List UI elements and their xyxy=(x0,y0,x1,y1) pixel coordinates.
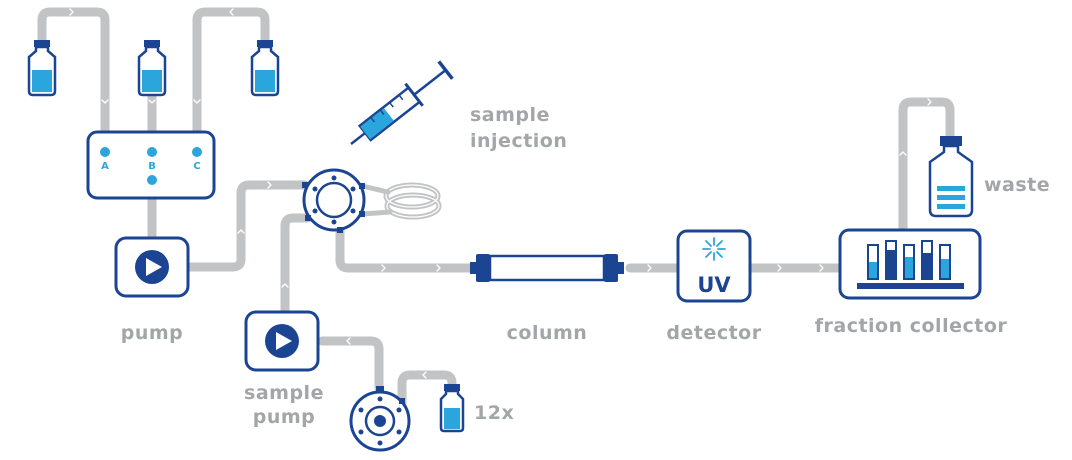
main-pump xyxy=(114,236,190,298)
port-b-dot xyxy=(147,147,157,157)
port-c-label: C xyxy=(193,161,200,172)
syringe-icon xyxy=(350,60,454,145)
detector-label: detector xyxy=(666,322,762,344)
waste-bottle xyxy=(928,136,974,218)
sample-bottle xyxy=(439,384,465,433)
tube-collector-to-waste xyxy=(898,97,955,233)
port-b-label: B xyxy=(148,161,156,172)
injection-loop xyxy=(359,182,442,220)
fraction-collector-label: fraction collector xyxy=(814,315,1008,337)
column xyxy=(470,254,624,282)
tube-bottle-c xyxy=(192,7,270,153)
uv-detector: UV xyxy=(676,229,752,303)
solvent-bottle-a xyxy=(27,38,57,97)
tube-sample-pump-to-valve xyxy=(280,213,313,316)
uv-light-icon xyxy=(702,237,726,261)
fraction-collector xyxy=(838,228,982,300)
sample-injection-label: sample injection xyxy=(470,104,568,152)
column-label: column xyxy=(506,322,588,344)
tube-pump-to-valve xyxy=(185,180,310,272)
detector-uv-text: UV xyxy=(697,273,731,297)
flow-arrows xyxy=(69,8,932,379)
sample-pump xyxy=(244,310,320,372)
port-a-dot xyxy=(100,147,110,157)
solvent-bottle-c xyxy=(250,38,280,97)
tube-valve-to-column xyxy=(335,223,475,273)
tube-sample-bottle-to-selector xyxy=(397,370,457,415)
mixer-outlet-dot xyxy=(147,175,157,185)
solvent-bottle-b xyxy=(137,38,167,97)
tubing xyxy=(37,7,955,415)
sample-pump-label: sample pump xyxy=(244,382,324,428)
port-a-label: A xyxy=(101,161,109,172)
sample-multiplier-label: 12x xyxy=(474,402,515,424)
sample-selector-valve xyxy=(349,386,411,452)
injection-valve xyxy=(302,168,366,233)
pump-label: pump xyxy=(120,322,184,344)
port-c-dot xyxy=(192,147,202,157)
gradient-mixer: A B C xyxy=(86,130,216,200)
waste-label: waste xyxy=(984,174,1051,196)
tube-selector-to-sample-pump xyxy=(317,336,384,393)
